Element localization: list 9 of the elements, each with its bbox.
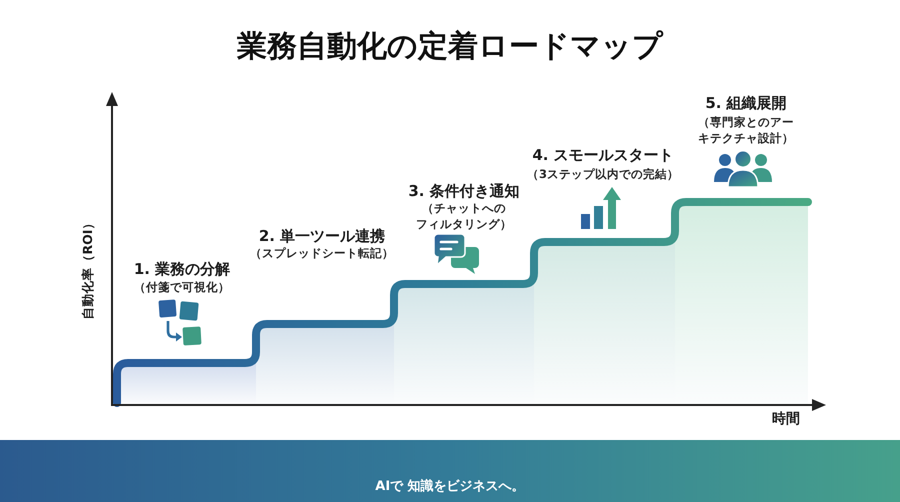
step-title: 3. 条件付き通知 [408, 182, 520, 201]
step-description: （専門家とのアーキテクチャ設計） [697, 114, 795, 146]
step-description: （3ステップ以内での完結） [527, 167, 679, 182]
x-axis-label: 時間 [772, 411, 800, 428]
step-title: 5. 組織展開 [705, 94, 787, 113]
tagline: AIで 知識をビジネスへ。 [375, 479, 525, 496]
diagram-title: 業務自動化の定着ロードマップ [237, 28, 663, 66]
step-title: 4. スモールスタート [532, 146, 674, 165]
y-axis-label: 自動化率（ROI） [80, 216, 96, 320]
